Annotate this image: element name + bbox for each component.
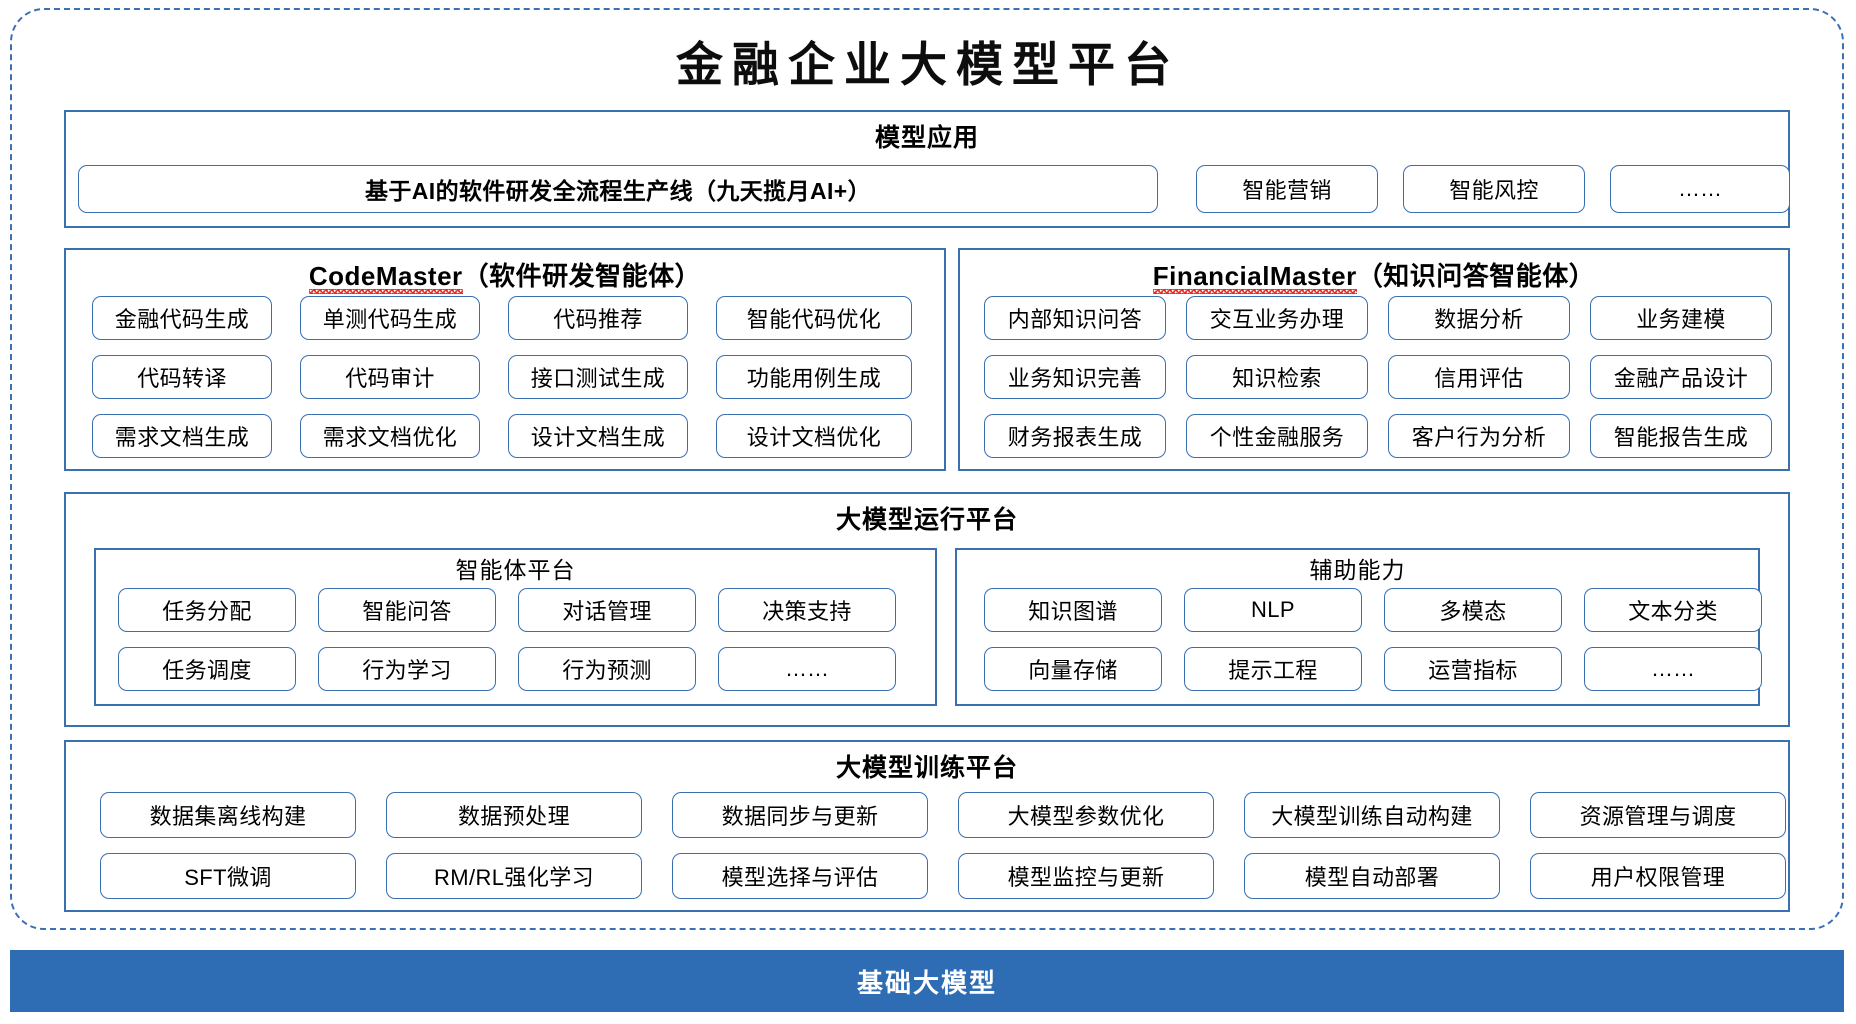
training-item-6[interactable]: SFT微调 [100, 853, 356, 899]
financial-master-item-2[interactable]: 数据分析 [1388, 296, 1570, 340]
financial-master-subtitle: （知识问答智能体） [1356, 261, 1596, 291]
financial-master-item-4[interactable]: 业务知识完善 [984, 355, 1166, 399]
code-master-item-7[interactable]: 功能用例生成 [716, 355, 912, 399]
code-master-item-5[interactable]: 代码审计 [300, 355, 480, 399]
agent-platform-item-2[interactable]: 对话管理 [518, 588, 696, 632]
agent-platform-item-6[interactable]: 行为预测 [518, 647, 696, 691]
auxiliary-item-5[interactable]: 提示工程 [1184, 647, 1362, 691]
auxiliary-item-3[interactable]: 文本分类 [1584, 588, 1762, 632]
financial-master-item-5[interactable]: 知识检索 [1186, 355, 1368, 399]
section-title-code-master: CodeMaster（软件研发智能体） [66, 261, 944, 294]
agent-platform-item-5[interactable]: 行为学习 [318, 647, 496, 691]
training-item-11[interactable]: 用户权限管理 [1530, 853, 1786, 899]
financial-master-item-8[interactable]: 财务报表生成 [984, 414, 1166, 458]
training-item-4[interactable]: 大模型训练自动构建 [1244, 792, 1500, 838]
code-master-item-10[interactable]: 设计文档生成 [508, 414, 688, 458]
code-master-item-3[interactable]: 智能代码优化 [716, 296, 912, 340]
code-master-item-2[interactable]: 代码推荐 [508, 296, 688, 340]
financial-master-name: FinancialMaster [1152, 261, 1357, 294]
code-master-item-4[interactable]: 代码转译 [92, 355, 272, 399]
section-title-model-application: 模型应用 [874, 124, 979, 152]
training-item-3[interactable]: 大模型参数优化 [958, 792, 1214, 838]
page-title: 金融企业大模型平台 [676, 38, 1180, 93]
agent-platform-item-0[interactable]: 任务分配 [118, 588, 296, 632]
base-model-bar: 基础大模型 [10, 950, 1844, 1012]
financial-master-item-3[interactable]: 业务建模 [1590, 296, 1772, 340]
auxiliary-item-6[interactable]: 运营指标 [1384, 647, 1562, 691]
training-item-9[interactable]: 模型监控与更新 [958, 853, 1214, 899]
base-model-label: 基础大模型 [856, 967, 997, 998]
training-item-8[interactable]: 模型选择与评估 [672, 853, 928, 899]
financial-master-item-1[interactable]: 交互业务办理 [1186, 296, 1368, 340]
section-title-runtime-platform: 大模型运行平台 [835, 506, 1018, 534]
agent-platform-item-1[interactable]: 智能问答 [318, 588, 496, 632]
financial-master-item-11[interactable]: 智能报告生成 [1590, 414, 1772, 458]
section-title-training-platform: 大模型训练平台 [835, 754, 1018, 782]
agent-platform-item-3[interactable]: 决策支持 [718, 588, 896, 632]
code-master-item-0[interactable]: 金融代码生成 [92, 296, 272, 340]
section-title-financial-master: FinancialMaster（知识问答智能体） [960, 261, 1788, 294]
auxiliary-item-7[interactable]: …… [1584, 647, 1762, 691]
financial-master-item-6[interactable]: 信用评估 [1388, 355, 1570, 399]
training-item-1[interactable]: 数据预处理 [386, 792, 642, 838]
auxiliary-item-0[interactable]: 知识图谱 [984, 588, 1162, 632]
code-master-name: CodeMaster [308, 261, 463, 294]
code-master-item-1[interactable]: 单测代码生成 [300, 296, 480, 340]
training-item-10[interactable]: 模型自动部署 [1244, 853, 1500, 899]
subsection-title-agent-platform: 智能体平台 [455, 557, 576, 583]
financial-master-item-0[interactable]: 内部知识问答 [984, 296, 1166, 340]
app-pill-more[interactable]: …… [1610, 165, 1790, 213]
code-master-subtitle: （软件研发智能体） [462, 261, 702, 291]
code-master-item-11[interactable]: 设计文档优化 [716, 414, 912, 458]
auxiliary-item-1[interactable]: NLP [1184, 588, 1362, 632]
financial-master-item-7[interactable]: 金融产品设计 [1590, 355, 1772, 399]
training-item-0[interactable]: 数据集离线构建 [100, 792, 356, 838]
agent-platform-item-4[interactable]: 任务调度 [118, 647, 296, 691]
app-pill-smart-risk-control[interactable]: 智能风控 [1403, 165, 1585, 213]
training-item-7[interactable]: RM/RL强化学习 [386, 853, 642, 899]
auxiliary-item-4[interactable]: 向量存储 [984, 647, 1162, 691]
code-master-item-8[interactable]: 需求文档生成 [92, 414, 272, 458]
code-master-item-6[interactable]: 接口测试生成 [508, 355, 688, 399]
app-pill-smart-marketing[interactable]: 智能营销 [1196, 165, 1378, 213]
training-item-2[interactable]: 数据同步与更新 [672, 792, 928, 838]
agent-platform-item-7[interactable]: …… [718, 647, 896, 691]
financial-master-item-9[interactable]: 个性金融服务 [1186, 414, 1368, 458]
auxiliary-item-2[interactable]: 多模态 [1384, 588, 1562, 632]
app-pill-ai-pipeline[interactable]: 基于AI的软件研发全流程生产线（九天揽月AI+） [78, 165, 1158, 213]
platform-outer-frame [10, 8, 1844, 930]
subsection-title-auxiliary-capability: 辅助能力 [1309, 557, 1406, 583]
training-item-5[interactable]: 资源管理与调度 [1530, 792, 1786, 838]
code-master-item-9[interactable]: 需求文档优化 [300, 414, 480, 458]
financial-master-item-10[interactable]: 客户行为分析 [1388, 414, 1570, 458]
